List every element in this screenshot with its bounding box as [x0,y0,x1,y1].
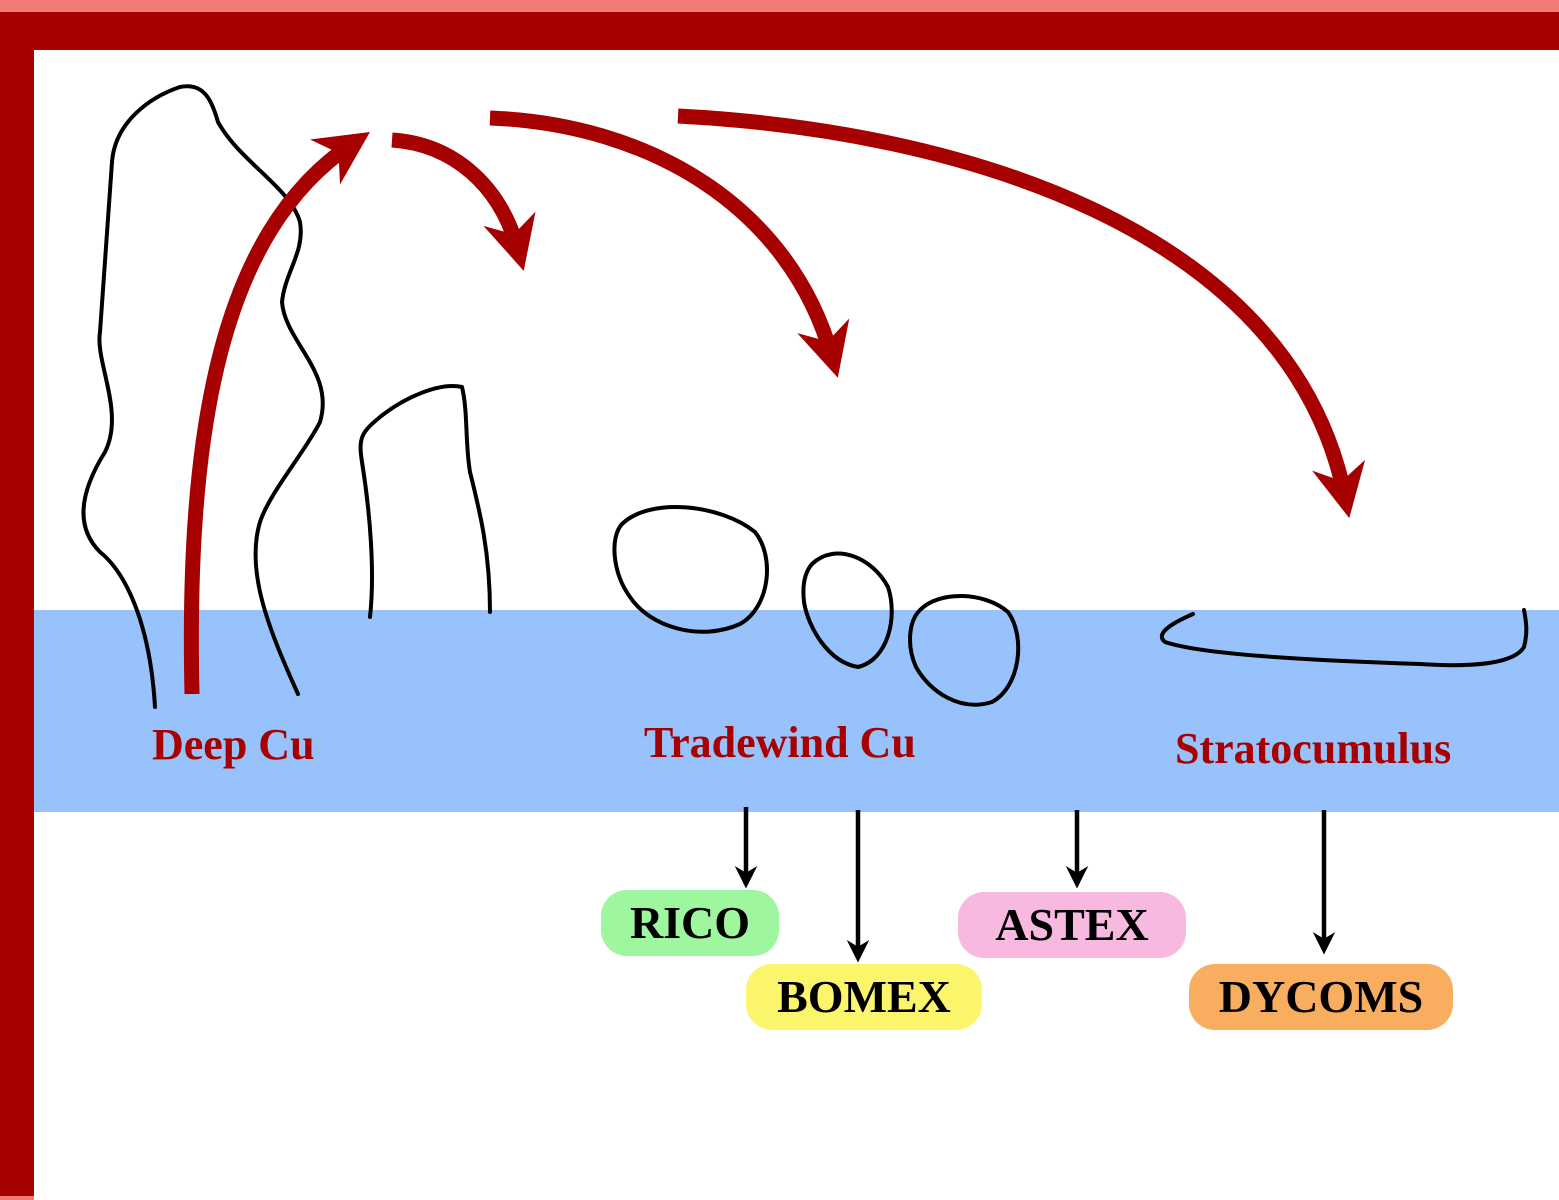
stratocumulus-deck-outline [1162,610,1526,665]
subsidence-arrow-near [392,140,518,250]
updraft-arrow [191,144,352,694]
outer-frame: Deep Cu Tradewind Cu Stratocumulus RICO … [0,12,1559,1196]
campaign-badge-rico: RICO [601,890,779,956]
deep-cloud-outline-short [361,386,490,617]
campaign-badge-astex: ASTEX [958,892,1186,958]
tradewind-cloud-puff-3 [910,596,1018,705]
tradewind-cloud-puff-1 [614,507,767,632]
campaign-badge-bomex: BOMEX [746,964,982,1030]
label-deep-cu: Deep Cu [152,723,315,767]
subsidence-arrow-far [678,116,1345,497]
tradewind-cloud-puff-2 [803,554,891,667]
label-tradewind-cu: Tradewind Cu [644,721,916,765]
label-stratocumulus: Stratocumulus [1175,727,1451,771]
subsidence-arrow-mid [490,118,832,357]
diagram-panel: Deep Cu Tradewind Cu Stratocumulus RICO … [34,50,1559,1200]
campaign-badge-dycoms: DYCOMS [1189,964,1453,1030]
